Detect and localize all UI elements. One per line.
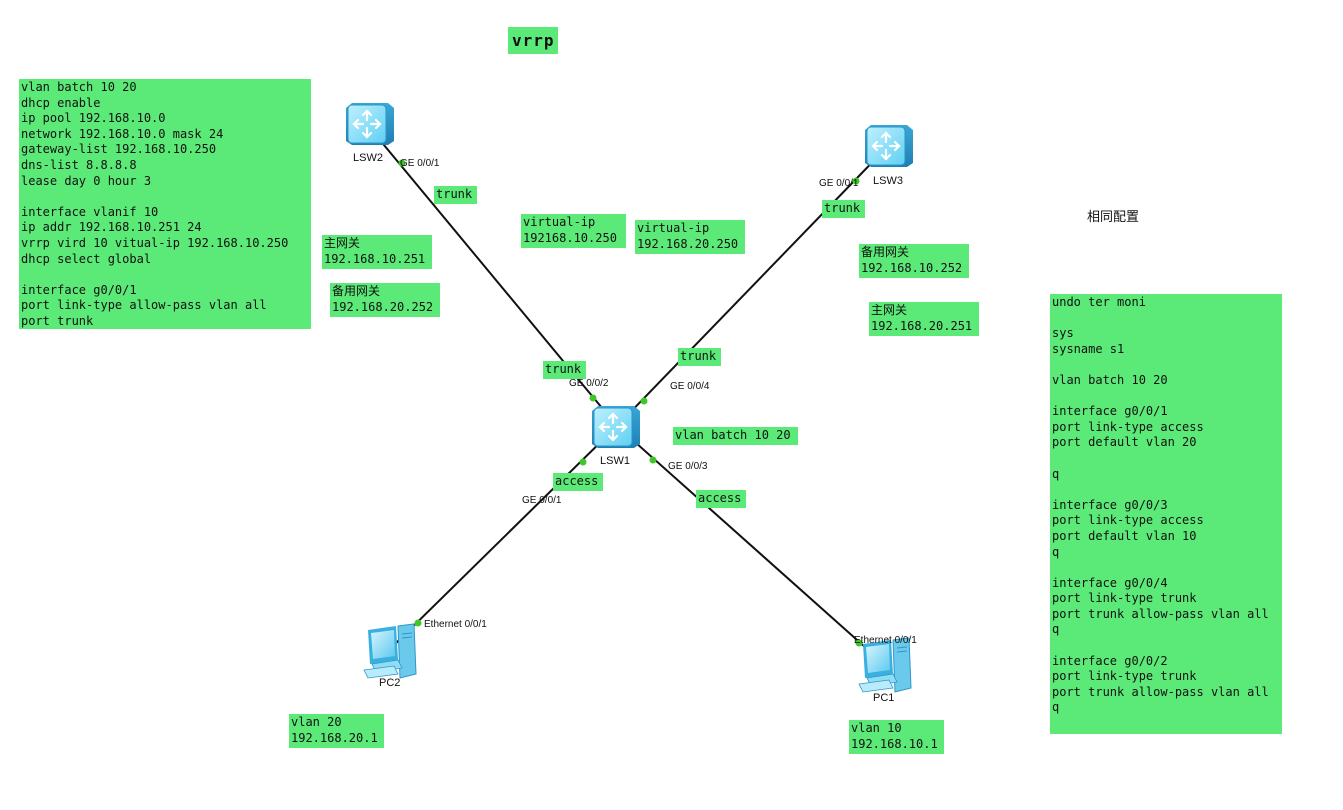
link-label-access-right: access [696, 490, 746, 508]
port-dot-lsw1-g004 [640, 397, 648, 405]
port-label-lsw3-g001: GE 0/0/1 [819, 178, 859, 189]
pc2-info-note: vlan 20 192.168.20.1 [289, 714, 384, 748]
same-config-label: 相同配置 [1087, 210, 1140, 225]
port-dot-lsw2-g001 [398, 159, 406, 167]
device-label-lsw1: LSW1 [600, 455, 630, 467]
virtual-ip-vlan20-note: virtual-ip 192.168.20.250 [635, 220, 745, 254]
pc-icon[interactable] [858, 637, 912, 693]
link-label-trunk-lsw2: trunk [434, 186, 477, 204]
links [368, 126, 889, 665]
lsw3-backup-gateway-note: 备用网关 192.168.10.252 [859, 244, 969, 278]
virtual-ip-vlan10-note: virtual-ip 192168.10.250 [521, 214, 626, 248]
link-lsw1-pc1 [616, 425, 885, 665]
port-dot-pc1-eth [855, 639, 863, 647]
diagram-title: vrrp [508, 27, 558, 54]
lsw3-master-gateway-note: 主网关 192.168.20.251 [869, 302, 979, 336]
port-label-pc1-eth: Ethernet 0/0/1 [854, 635, 917, 646]
port-label-lsw1-g002: GE 0/0/2 [569, 378, 609, 389]
device-label-lsw2: LSW2 [353, 152, 383, 164]
port-dots [398, 159, 863, 647]
lsw1-config-note: undo ter moni sys sysname s1 vlan batch … [1050, 294, 1282, 734]
pc1-info-note: vlan 10 192.168.10.1 [849, 720, 944, 754]
port-label-lsw2-g001: GE 0/0/1 [400, 158, 440, 169]
switch-icon[interactable] [590, 404, 642, 450]
link-label-trunk-lsw1-left: trunk [543, 361, 586, 379]
device-label-pc1: PC1 [873, 692, 895, 704]
switch-icon[interactable] [344, 101, 396, 147]
lsw1-vlan-note: vlan batch 10 20 [673, 427, 798, 445]
port-dot-lsw1-g003 [649, 456, 657, 464]
pc-icon[interactable] [363, 623, 417, 679]
lsw2-master-gateway-note: 主网关 192.168.10.251 [322, 235, 432, 269]
link-lsw1-pc2 [388, 425, 618, 651]
link-label-trunk-lsw1-right: trunk [678, 348, 721, 366]
port-label-lsw1-g004: GE 0/0/4 [670, 381, 710, 392]
device-label-pc2: PC2 [379, 677, 401, 689]
port-label-pc2-eth: Ethernet 0/0/1 [424, 619, 487, 630]
link-label-trunk-lsw3: trunk [822, 200, 865, 218]
port-dot-lsw1-g002 [589, 394, 597, 402]
port-label-lsw1-g001: GE 0/0/1 [522, 495, 562, 506]
lsw2-config-note: vlan batch 10 20 dhcp enable ip pool 192… [19, 79, 311, 329]
link-lsw3-lsw1 [616, 145, 889, 427]
port-dot-pc2-eth [414, 619, 422, 627]
port-dot-lsw3-g001 [852, 177, 860, 185]
switch-icon[interactable] [863, 123, 915, 169]
port-dot-lsw1-g001 [579, 458, 587, 466]
port-label-lsw1-g003: GE 0/0/3 [668, 461, 708, 472]
device-label-lsw3: LSW3 [873, 175, 903, 187]
lsw2-backup-gateway-note: 备用网关 192.168.20.252 [330, 283, 440, 317]
link-label-access-left: access [553, 473, 603, 491]
